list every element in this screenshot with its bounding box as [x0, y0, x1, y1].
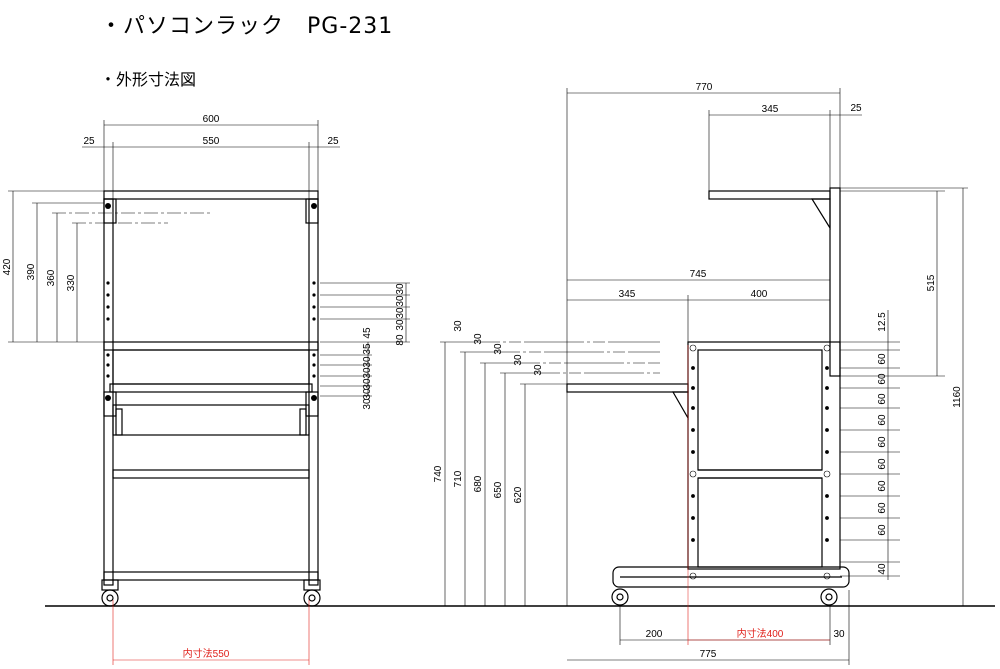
- dim-680-label: 680: [473, 475, 484, 492]
- front-top-shelf: [103, 190, 319, 200]
- front-view: [101, 190, 321, 607]
- dim-420-label: 420: [2, 258, 13, 275]
- side-view: [566, 187, 850, 606]
- dim-740-label: 740: [433, 465, 444, 482]
- dim-400-label: 400: [751, 289, 768, 300]
- dim-30-bottom-label: 30: [833, 629, 845, 640]
- dim-30-label: 30: [513, 354, 524, 366]
- inner-400-label: 内寸法400: [737, 627, 784, 640]
- dim-770-label: 770: [696, 82, 713, 93]
- drawing-subtitle: ・外形寸法図: [100, 70, 197, 89]
- pitch-60-label: 60: [877, 480, 888, 492]
- pitch-60-label: 60: [877, 393, 888, 405]
- dim-745-label: 745: [690, 269, 707, 280]
- dim-650-label: 650: [493, 481, 504, 498]
- pitch-60-label: 60: [877, 436, 888, 448]
- dim-12-5-label: 12.5: [877, 312, 888, 332]
- dim-600-label: 600: [203, 114, 220, 125]
- dim-345-top-label: 345: [762, 104, 779, 115]
- side-upper-shelf: [708, 190, 831, 200]
- pitch-60-label: 60: [877, 458, 888, 470]
- dim-30-label: 30: [493, 343, 504, 355]
- pitch-60-label: 60: [877, 353, 888, 365]
- side-front-caster: [611, 588, 629, 606]
- side-rear-post: [829, 187, 841, 377]
- dim-30-label: 30: [395, 319, 406, 331]
- dim-30-label: 30: [362, 367, 373, 379]
- front-middle-shelf: [103, 341, 319, 351]
- pitch-60-label: 60: [877, 502, 888, 514]
- dim-30-label: 30: [533, 364, 544, 376]
- dim-25-side-label: 25: [850, 103, 862, 114]
- dim-30-label: 30: [395, 283, 406, 295]
- dim-40-label: 40: [877, 563, 888, 575]
- dim-390-label: 390: [26, 263, 37, 280]
- dim-35-label: 35: [362, 343, 373, 355]
- dim-620-label: 620: [513, 486, 524, 503]
- front-right-caster: [303, 589, 321, 607]
- pitch-60-label: 60: [877, 524, 888, 536]
- side-dimensions: [440, 88, 968, 665]
- front-dimensions: [8, 120, 410, 665]
- pitch-60-label: 60: [877, 414, 888, 426]
- inner-550-label: 内寸法550: [183, 647, 230, 660]
- front-dimension-texts: 600 550 25 25 420 390 360 330 30 30 30 3…: [2, 114, 406, 660]
- dim-25-left-label: 25: [83, 136, 95, 147]
- dim-25-right-label: 25: [327, 136, 339, 147]
- dim-30-label: 30: [395, 307, 406, 319]
- side-pitch-holes: [689, 344, 831, 580]
- dim-30-label: 30: [362, 388, 373, 400]
- dim-1160-label: 1160: [952, 386, 963, 408]
- front-pitch-holes: [105, 203, 317, 401]
- dim-200-label: 200: [646, 629, 663, 640]
- dim-30-label: 30: [362, 378, 373, 390]
- dim-515-label: 515: [926, 274, 937, 291]
- dim-30-label: 30: [473, 333, 484, 345]
- front-bottom-frame: [103, 571, 319, 581]
- dim-30-label: 30: [395, 295, 406, 307]
- dim-775-label: 775: [700, 649, 717, 660]
- side-keyboard-tray: [566, 383, 689, 393]
- dim-330-label: 330: [66, 274, 77, 291]
- dim-80-label: 80: [395, 334, 406, 346]
- dim-345-label: 345: [619, 289, 636, 300]
- dim-45-label: 45: [362, 327, 373, 339]
- dim-30-label: 30: [453, 320, 464, 332]
- side-main-cabinet: [687, 341, 841, 570]
- dim-550-label: 550: [203, 136, 220, 147]
- pitch-60-label: 60: [877, 373, 888, 385]
- dim-360-label: 360: [46, 269, 57, 286]
- page-title: ・パソコンラック PG-231: [100, 14, 394, 39]
- side-base: [612, 566, 850, 588]
- front-keyboard-shelf: [109, 383, 313, 393]
- dim-30-label: 30: [362, 398, 373, 410]
- front-left-caster: [101, 589, 119, 607]
- dim-710-label: 710: [453, 470, 464, 487]
- side-rear-caster: [820, 588, 838, 606]
- dim-30-label: 30: [362, 356, 373, 368]
- side-dimension-texts: 770 345 25 745 345 400 515 1160 12.5 60 …: [433, 82, 963, 660]
